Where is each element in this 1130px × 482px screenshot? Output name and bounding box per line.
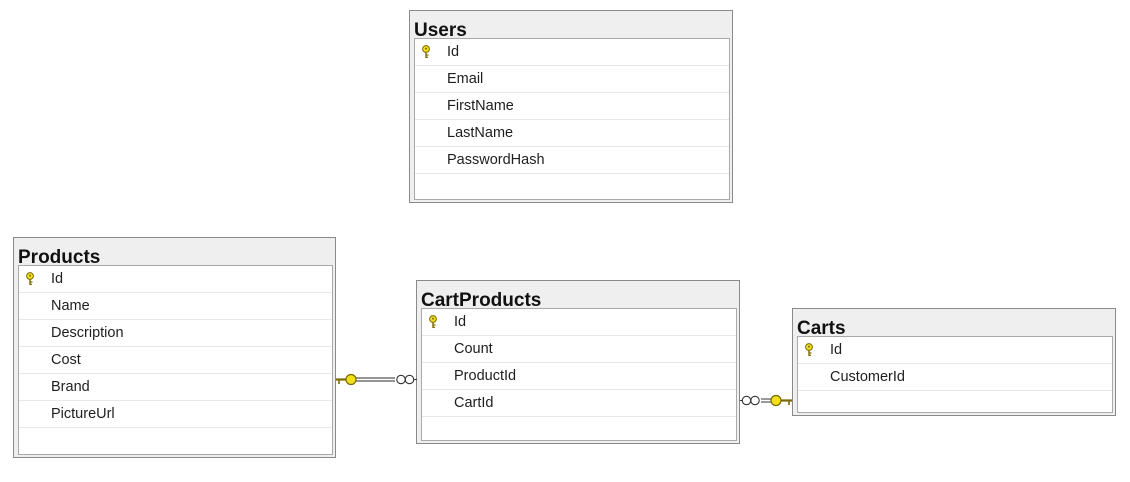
column-name: Id	[830, 342, 843, 358]
table-products[interactable]: Products Id Name Description Cost Brand …	[13, 237, 336, 458]
column-row[interactable]: Id	[422, 309, 736, 336]
column-name: Id	[454, 314, 467, 330]
column-row[interactable]: Brand	[19, 374, 332, 401]
column-name: LastName	[447, 125, 514, 141]
column-row[interactable]: PasswordHash	[415, 147, 729, 174]
column-row[interactable]: CartId	[422, 390, 736, 417]
column-name: CustomerId	[830, 369, 905, 385]
column-name: PasswordHash	[447, 152, 545, 168]
column-row[interactable]: FirstName	[415, 93, 729, 120]
column-list: Id Count ProductId CartId	[421, 308, 737, 441]
column-name: FirstName	[447, 98, 514, 114]
key-icon	[770, 394, 792, 407]
column-name: Brand	[51, 379, 90, 395]
table-carts[interactable]: Carts Id CustomerId	[792, 308, 1116, 416]
column-row[interactable]: Email	[415, 66, 729, 93]
column-row[interactable]: Name	[19, 293, 332, 320]
relationship-carts-cartproducts[interactable]	[740, 394, 792, 407]
key-icon	[336, 373, 357, 386]
primary-key-icon	[415, 39, 437, 65]
column-row[interactable]: PictureUrl	[19, 401, 332, 428]
infinity-icon	[396, 374, 417, 385]
column-row[interactable]: Description	[19, 320, 332, 347]
table-title: CartProducts	[421, 290, 542, 311]
relationship-products-cartproducts[interactable]	[336, 373, 417, 386]
primary-key-icon	[422, 309, 444, 335]
column-row[interactable]: Count	[422, 336, 736, 363]
column-row[interactable]: Id	[415, 39, 729, 66]
table-cart-products[interactable]: CartProducts Id Count ProductId CartId	[416, 280, 740, 444]
column-name: CartId	[454, 395, 494, 411]
column-name: Description	[51, 325, 124, 341]
column-name: Name	[51, 298, 90, 314]
column-name: Id	[51, 271, 64, 287]
column-name: Email	[447, 71, 484, 87]
infinity-icon	[740, 395, 760, 406]
column-row[interactable]: Id	[798, 337, 1112, 364]
table-title: Users	[414, 20, 467, 41]
column-row[interactable]: LastName	[415, 120, 729, 147]
column-name: Cost	[51, 352, 81, 368]
column-row[interactable]: Id	[19, 266, 332, 293]
column-list: Id CustomerId	[797, 336, 1113, 413]
column-name: PictureUrl	[51, 406, 115, 422]
column-row[interactable]: ProductId	[422, 363, 736, 390]
column-row[interactable]: Cost	[19, 347, 332, 374]
column-list: Id Email FirstName LastName PasswordHash	[414, 38, 730, 200]
column-name: ProductId	[454, 368, 517, 384]
column-name: Id	[447, 44, 460, 60]
table-title: Carts	[797, 318, 846, 339]
table-users[interactable]: Users Id Email FirstName LastName Passwo…	[409, 10, 733, 203]
primary-key-icon	[19, 266, 41, 292]
column-list: Id Name Description Cost Brand PictureUr…	[18, 265, 333, 455]
primary-key-icon	[798, 337, 820, 363]
column-row[interactable]: CustomerId	[798, 364, 1112, 391]
column-name: Count	[454, 341, 493, 357]
table-title: Products	[18, 247, 101, 268]
